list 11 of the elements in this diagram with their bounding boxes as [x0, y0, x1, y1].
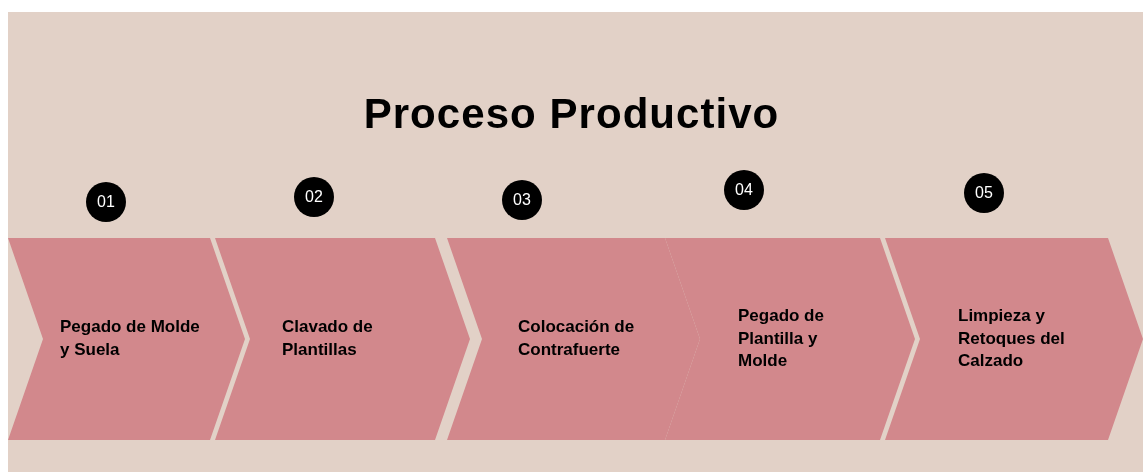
chevron-step [447, 238, 700, 440]
step-label: Limpieza y Retoques del Calzado [958, 304, 1066, 373]
chevron-step [885, 238, 1143, 440]
step-label: Pegado de Molde y Suela [60, 316, 201, 361]
step-label: Clavado de Plantillas [282, 316, 374, 361]
chevron-step [8, 238, 245, 440]
title: Proceso Productivo [362, 89, 781, 139]
step-label: Colocación de Contrafuerte [518, 316, 636, 361]
step-label: Pegado de Plantilla y Molde [738, 304, 825, 373]
chevron-step [665, 238, 915, 440]
chevron-step [215, 238, 470, 440]
